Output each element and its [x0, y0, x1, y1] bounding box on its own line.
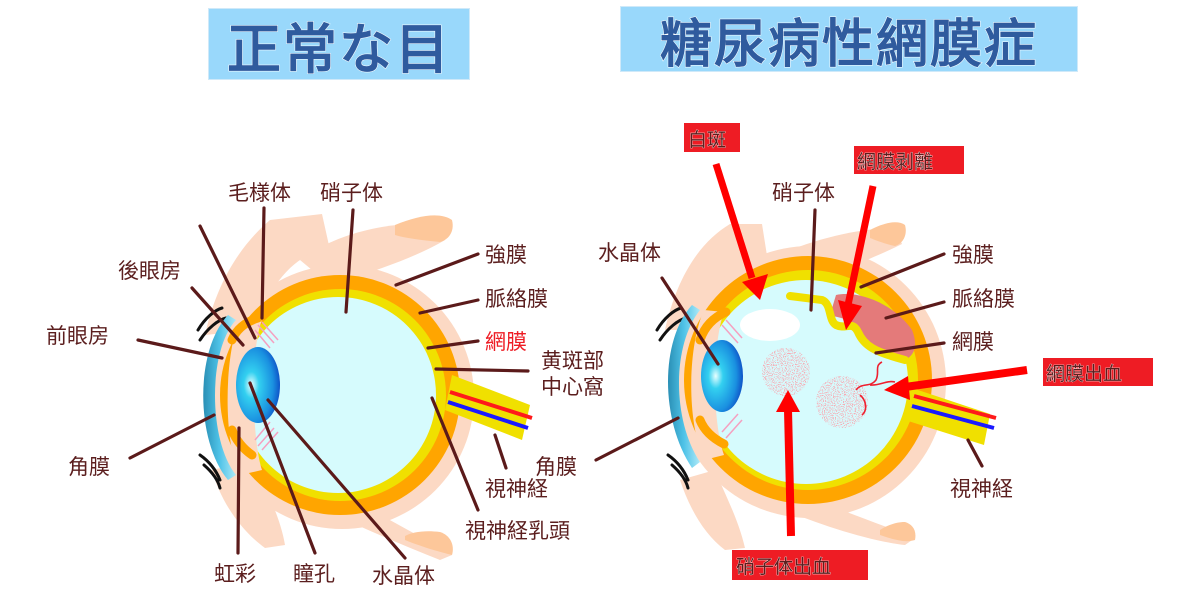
artery	[913, 394, 997, 420]
ciliary-fibers	[254, 321, 279, 451]
arrow-exudate-shaft	[712, 162, 756, 280]
label-choroid: 脈絡膜	[485, 287, 548, 311]
leader-lens	[266, 398, 407, 560]
upper-muscle-tendon	[870, 222, 906, 246]
label-macula-line2: 中心窩	[541, 375, 604, 399]
vitreous-hemorrhage-cloud	[762, 348, 810, 396]
label-pupil: 瞳孔	[293, 562, 335, 586]
vitreous	[240, 297, 436, 493]
label-sclera: 強膜	[952, 243, 994, 267]
neovascular-vessels	[855, 361, 896, 416]
diabetic-eye-illustration: 水晶体 硝子体 強膜 脈絡膜 網膜 角膜 視神経 白斑 網膜剥離 網膜出血 硝子…	[535, 123, 1153, 580]
title-normal-eye: 正常な目	[208, 8, 470, 81]
vein	[911, 404, 995, 430]
label-anterior-chamber: 前眼房	[46, 324, 109, 348]
finding-vitreous-hemorrhage: 硝子体出血	[736, 556, 831, 578]
leader-sclera	[859, 252, 946, 289]
leader-cornea	[128, 413, 216, 460]
finding-exudate: 白斑	[688, 129, 726, 151]
lower-eyelid	[680, 470, 745, 550]
lower-muscle-tendon	[405, 531, 453, 555]
label-choroid: 脈絡膜	[952, 287, 1015, 311]
label-ciliary-body: 毛様体	[228, 181, 291, 205]
arrow-vitreous-hemorrhage-shaft	[784, 409, 795, 537]
upper-muscle-tendon	[395, 215, 453, 242]
label-iris: 虹彩	[214, 562, 256, 586]
tag-bg-vitreous-hemorrhage	[732, 550, 868, 580]
ciliary-fibers	[721, 319, 743, 439]
leader-sclera	[394, 252, 480, 287]
leader-vitreous	[809, 208, 817, 312]
leader-choroid	[884, 300, 946, 320]
label-cornea: 角膜	[68, 455, 110, 479]
eyelash-upper	[196, 306, 228, 342]
label-posterior-chamber: 後眼房	[118, 259, 181, 283]
cornea	[668, 305, 700, 468]
leader-posterior-chamber-b	[190, 286, 245, 347]
label-vitreous: 硝子体	[320, 181, 383, 205]
iris-lower	[695, 415, 729, 449]
eyelash-lower	[666, 453, 690, 490]
leader-lens	[660, 276, 720, 366]
iris-upper	[227, 313, 263, 345]
leader-optic-nerve	[493, 433, 508, 470]
title-diabetic-retinopathy-text: 糖尿病性網膜症	[659, 14, 1038, 75]
lens	[236, 347, 280, 423]
leader-anterior-chamber	[136, 338, 224, 360]
arrow-retinal-hemorrhage-shaft	[904, 366, 1028, 391]
title-normal-eye-text: 正常な目	[227, 17, 451, 81]
arrow-detachment-shaft	[844, 185, 877, 306]
retinal-hemorrhage-cloud	[816, 376, 868, 428]
label-optic-disc: 視神経乳頭	[465, 519, 570, 543]
eyelash-lower	[198, 453, 222, 490]
leader-vitreous	[344, 208, 355, 314]
label-vitreous: 硝子体	[772, 181, 835, 205]
label-retina: 網膜	[952, 330, 994, 354]
leader-iris	[236, 426, 241, 555]
lower-muscle-tendon	[880, 522, 916, 542]
tag-bg-retinal-hemorrhage	[1043, 358, 1153, 386]
label-optic-nerve: 視神経	[950, 477, 1013, 501]
arrow-retinal-hemorrhage-head	[884, 376, 910, 400]
finding-retinal-detachment: 網膜剥離	[857, 151, 933, 173]
leader-posterior-chamber-a	[198, 224, 257, 340]
label-lens: 水晶体	[598, 241, 661, 265]
tag-bg-exudate	[684, 123, 740, 152]
vein	[447, 400, 529, 430]
tag-bg-retinal-detachment	[854, 146, 964, 174]
leader-ciliary	[260, 206, 266, 320]
arrow-exudate-head	[742, 274, 768, 300]
upper-eyelid	[205, 214, 330, 335]
label-macula-line1: 黄斑部	[541, 349, 604, 373]
leader-pupil	[248, 381, 317, 555]
leader-retina	[426, 339, 480, 350]
artery	[449, 390, 533, 420]
lower-eyelid	[212, 460, 285, 548]
finding-arrows	[712, 162, 1028, 537]
title-diabetic-retinopathy: 糖尿病性網膜症	[620, 6, 1078, 75]
arrow-detachment-head	[838, 300, 862, 330]
normal-eye-illustration: 毛様体 硝子体 後眼房 前眼房 強膜 脈絡膜 網膜 黄斑部 中心窩 視神経 視神…	[46, 181, 604, 588]
arrow-vitreous-hemorrhage-head	[776, 390, 800, 412]
label-optic-nerve: 視神経	[485, 477, 548, 501]
leader-optic-nerve	[966, 438, 984, 468]
finding-retinal-hemorrhage: 網膜出血	[1046, 363, 1122, 385]
label-retina: 網膜	[485, 330, 527, 354]
label-lens: 水晶体	[372, 564, 435, 588]
leader-retina	[874, 341, 946, 355]
leader-cornea	[594, 416, 680, 462]
leader-choroid	[418, 298, 480, 315]
leader-macula	[434, 367, 530, 373]
leader-optic-disc	[430, 396, 480, 512]
label-cornea: 角膜	[535, 455, 577, 479]
label-sclera: 強膜	[485, 243, 527, 267]
lens	[701, 340, 743, 412]
exudate-white-spot	[740, 309, 800, 341]
